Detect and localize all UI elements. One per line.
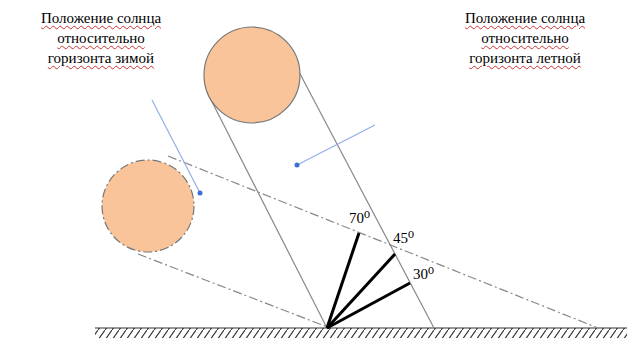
ground-hatch [95,328,627,338]
summer-beam [298,70,434,328]
angle-label: 45⁰ [393,230,414,247]
callout-text: Положение солнца относительно горизонта … [450,8,600,68]
leader-dot [295,163,300,168]
angle-label: 70⁰ [349,210,370,227]
horizon-line [95,327,627,328]
summer-beam [207,92,327,328]
leader-line [297,125,375,165]
winter-beam [138,254,330,328]
winter-beam [168,156,598,328]
angle-ray [327,283,410,328]
winter-sun [102,160,194,252]
summer-sun [204,27,300,123]
angle-label: 30⁰ [413,266,434,283]
callout-text: Положение солнца относительно горизонта … [26,8,176,68]
angle-ray [327,254,395,328]
leader-line [152,100,200,193]
leader-dot [198,191,203,196]
